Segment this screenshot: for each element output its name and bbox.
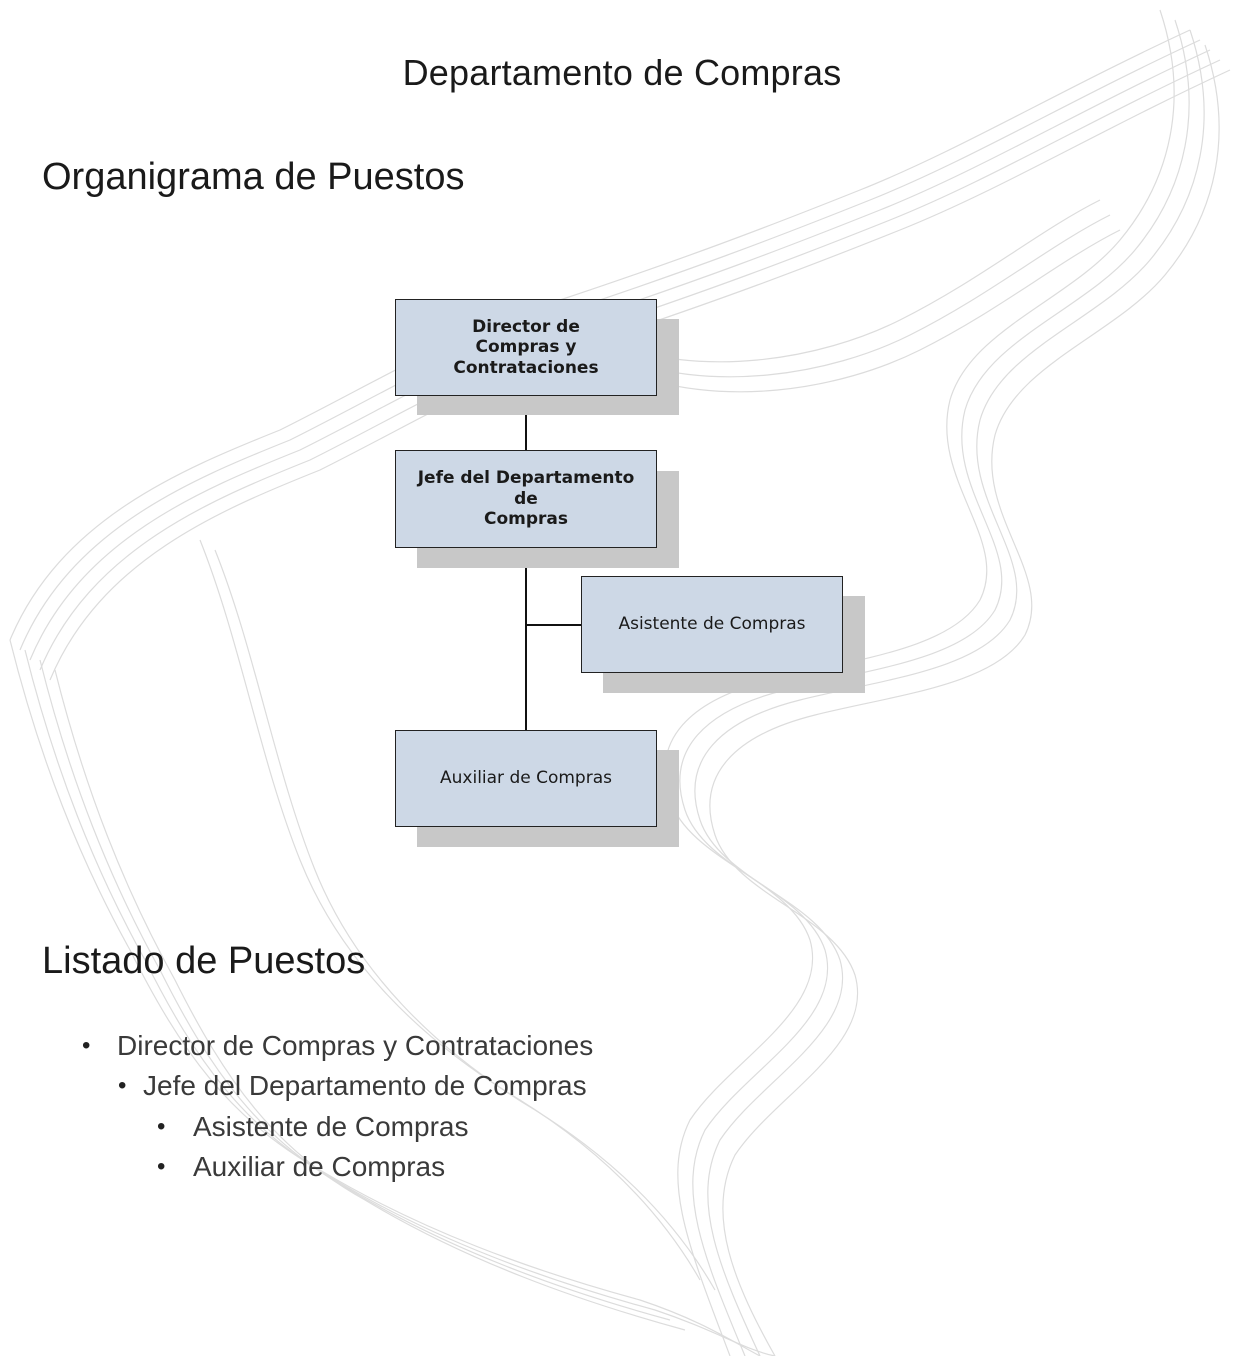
bullet-icon: • bbox=[82, 1032, 91, 1059]
bullet-icon: • bbox=[157, 1153, 166, 1180]
node-asistente-label: Asistente de Compras bbox=[618, 614, 806, 635]
bullet-icon: • bbox=[157, 1113, 166, 1140]
node-auxiliar: Auxiliar de Compras bbox=[395, 730, 657, 827]
org-chart-heading: Organigrama de Puestos bbox=[42, 156, 465, 198]
bullet-icon: • bbox=[118, 1072, 127, 1099]
node-jefe-label: Jefe del Departamento de Compras bbox=[417, 468, 635, 530]
list-item-label: Asistente de Compras bbox=[193, 1111, 469, 1142]
node-director-label: Director de Compras y Contrataciones bbox=[453, 316, 599, 378]
document-title: Departamento de Compras bbox=[402, 52, 842, 93]
node-jefe: Jefe del Departamento de Compras bbox=[395, 450, 657, 548]
node-director: Director de Compras y Contrataciones bbox=[395, 299, 657, 396]
list-item-label: Director de Compras y Contrataciones bbox=[117, 1030, 594, 1061]
connector-jefe-auxiliar bbox=[525, 547, 527, 731]
position-list-heading: Listado de Puestos bbox=[42, 940, 366, 982]
list-item-label: Auxiliar de Compras bbox=[193, 1151, 446, 1182]
node-asistente: Asistente de Compras bbox=[581, 576, 843, 673]
connector-jefe-asistente bbox=[525, 624, 582, 626]
node-auxiliar-label: Auxiliar de Compras bbox=[440, 768, 612, 789]
list-item-label: Jefe del Departamento de Compras bbox=[143, 1070, 587, 1101]
connector-director-jefe bbox=[525, 395, 527, 450]
